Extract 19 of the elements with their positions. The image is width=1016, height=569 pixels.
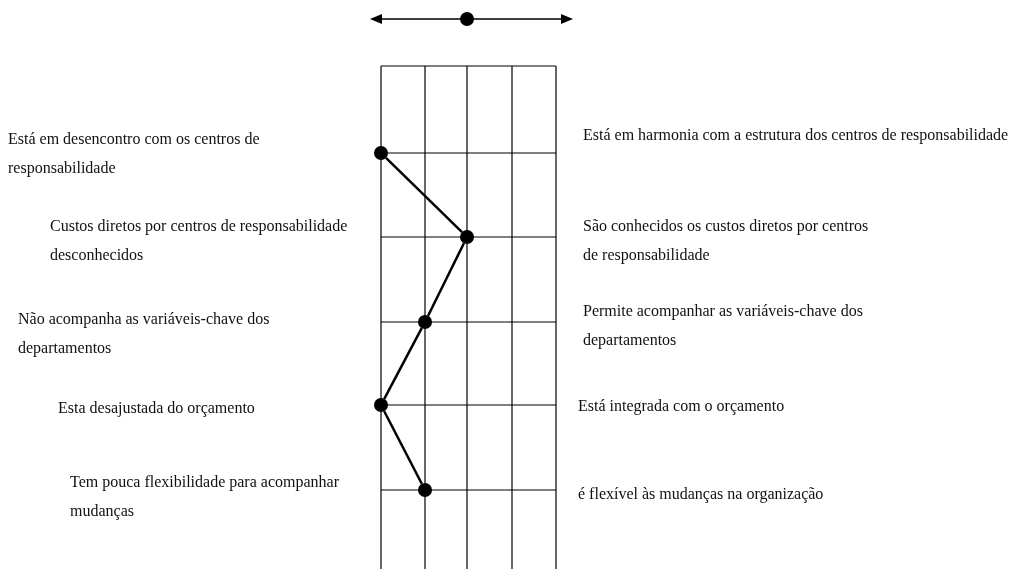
criterion-text: Está em harmonia com a estrutura dos centros de responsabilidade xyxy=(583,125,1010,146)
profile-line xyxy=(383,410,423,485)
criterion-text: São conhecidos os custos diretos por centros de responsabilidade xyxy=(583,216,870,266)
profile-point xyxy=(418,315,432,329)
criterion-text: Custos diretos por centros de responsabilidade desconhecidos xyxy=(50,216,349,265)
criterion-text: Está em desencontro com os centros de responsabilidade xyxy=(8,129,261,179)
profile-point xyxy=(374,398,388,412)
criterion-text: Está integrada com o orçamento xyxy=(578,396,786,417)
profile-point xyxy=(418,483,432,497)
criterion-text: Permite acompanhar as variáveis-chave dos departamentos xyxy=(583,301,864,351)
criterion-text: Não acompanha as variáveis-chave dos departamentos xyxy=(18,309,271,359)
profile-line xyxy=(383,327,423,400)
profile-point xyxy=(374,146,388,160)
criterion-text: Esta desajustada do orçamento xyxy=(58,398,256,419)
criterion-text: Tem pouca flexibilidade para acompanhar mudanças xyxy=(70,472,340,522)
profile-line xyxy=(427,242,465,317)
profile-point xyxy=(460,230,474,244)
criterion-text: é flexível às mudanças na organização xyxy=(578,484,825,505)
profile-line xyxy=(385,157,463,233)
